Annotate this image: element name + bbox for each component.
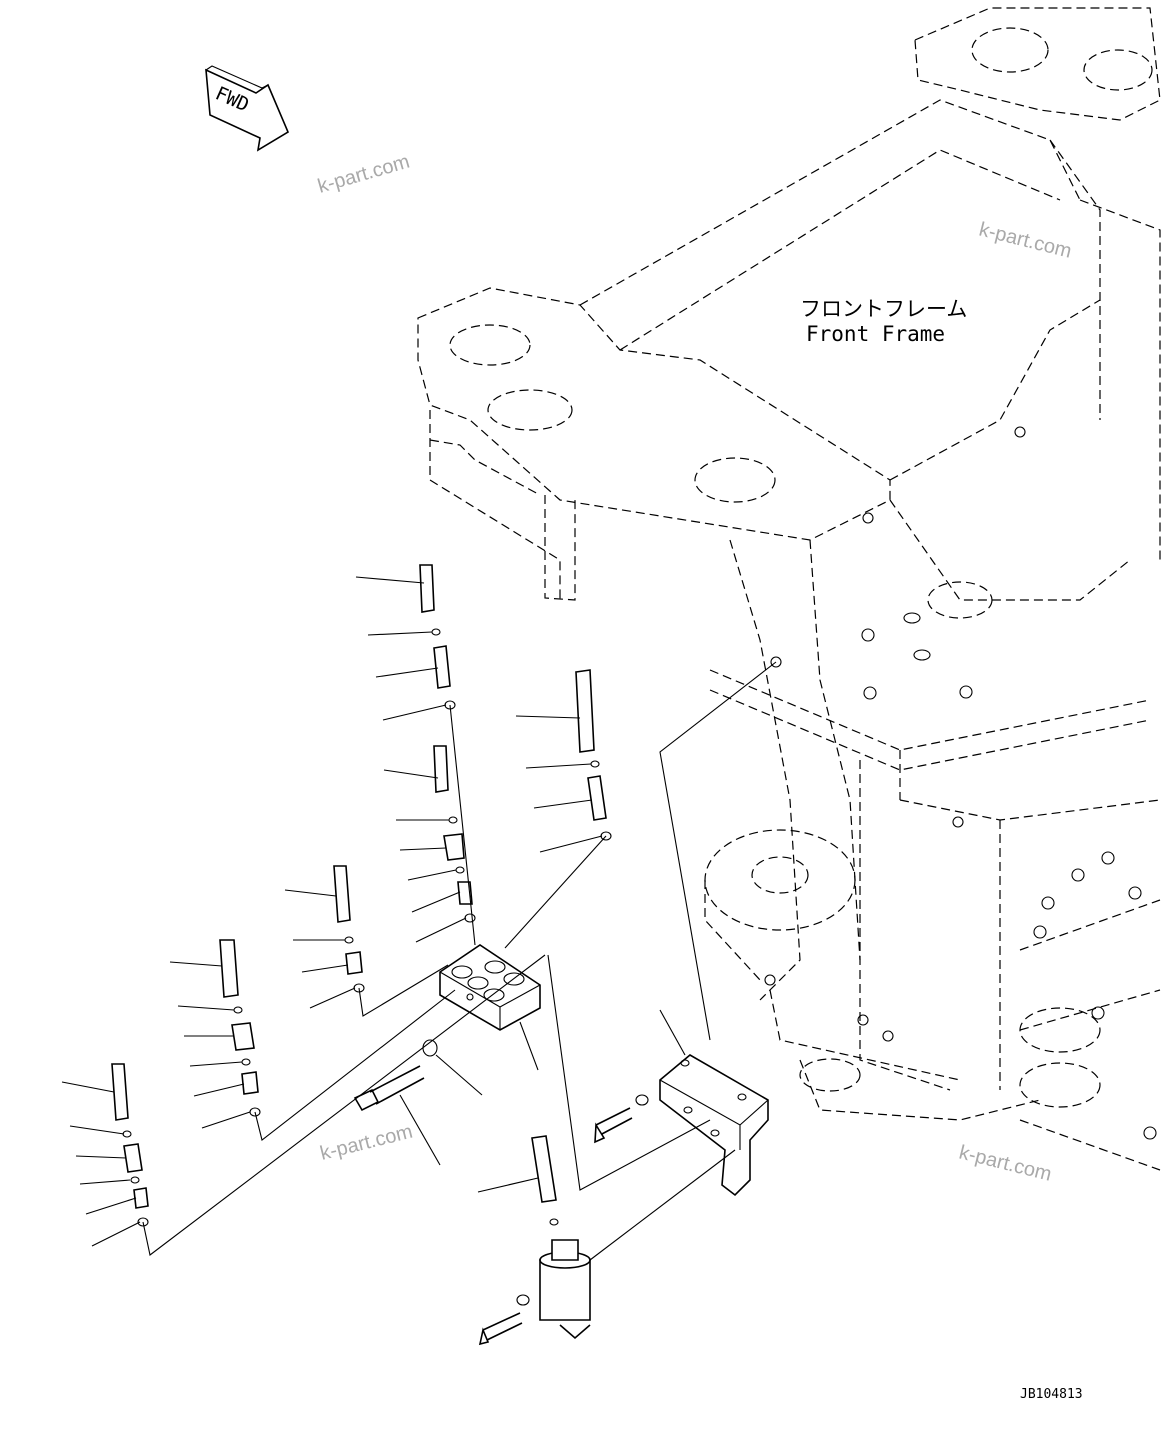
valve-block <box>439 944 541 1031</box>
inline-filter <box>478 1239 591 1346</box>
leader-lines <box>61 576 777 1261</box>
frame-label-japanese: フロントフレーム <box>800 297 967 321</box>
mounting-bracket <box>594 1054 769 1197</box>
watermark-2: k-part.com <box>977 219 1074 263</box>
long-bolt <box>353 1039 438 1112</box>
front-frame-outline <box>417 7 1161 1171</box>
watermark-1: k-part.com <box>315 151 412 198</box>
hose-fitting-stacks <box>111 564 612 1227</box>
fwd-arrow-icon: FWD <box>205 65 290 152</box>
watermark-3: k-part.com <box>318 1121 415 1165</box>
drawing-code: JB104813 <box>1020 1387 1083 1402</box>
frame-label-english: Front Frame <box>806 322 945 346</box>
watermark-4: k-part.com <box>957 1142 1054 1186</box>
